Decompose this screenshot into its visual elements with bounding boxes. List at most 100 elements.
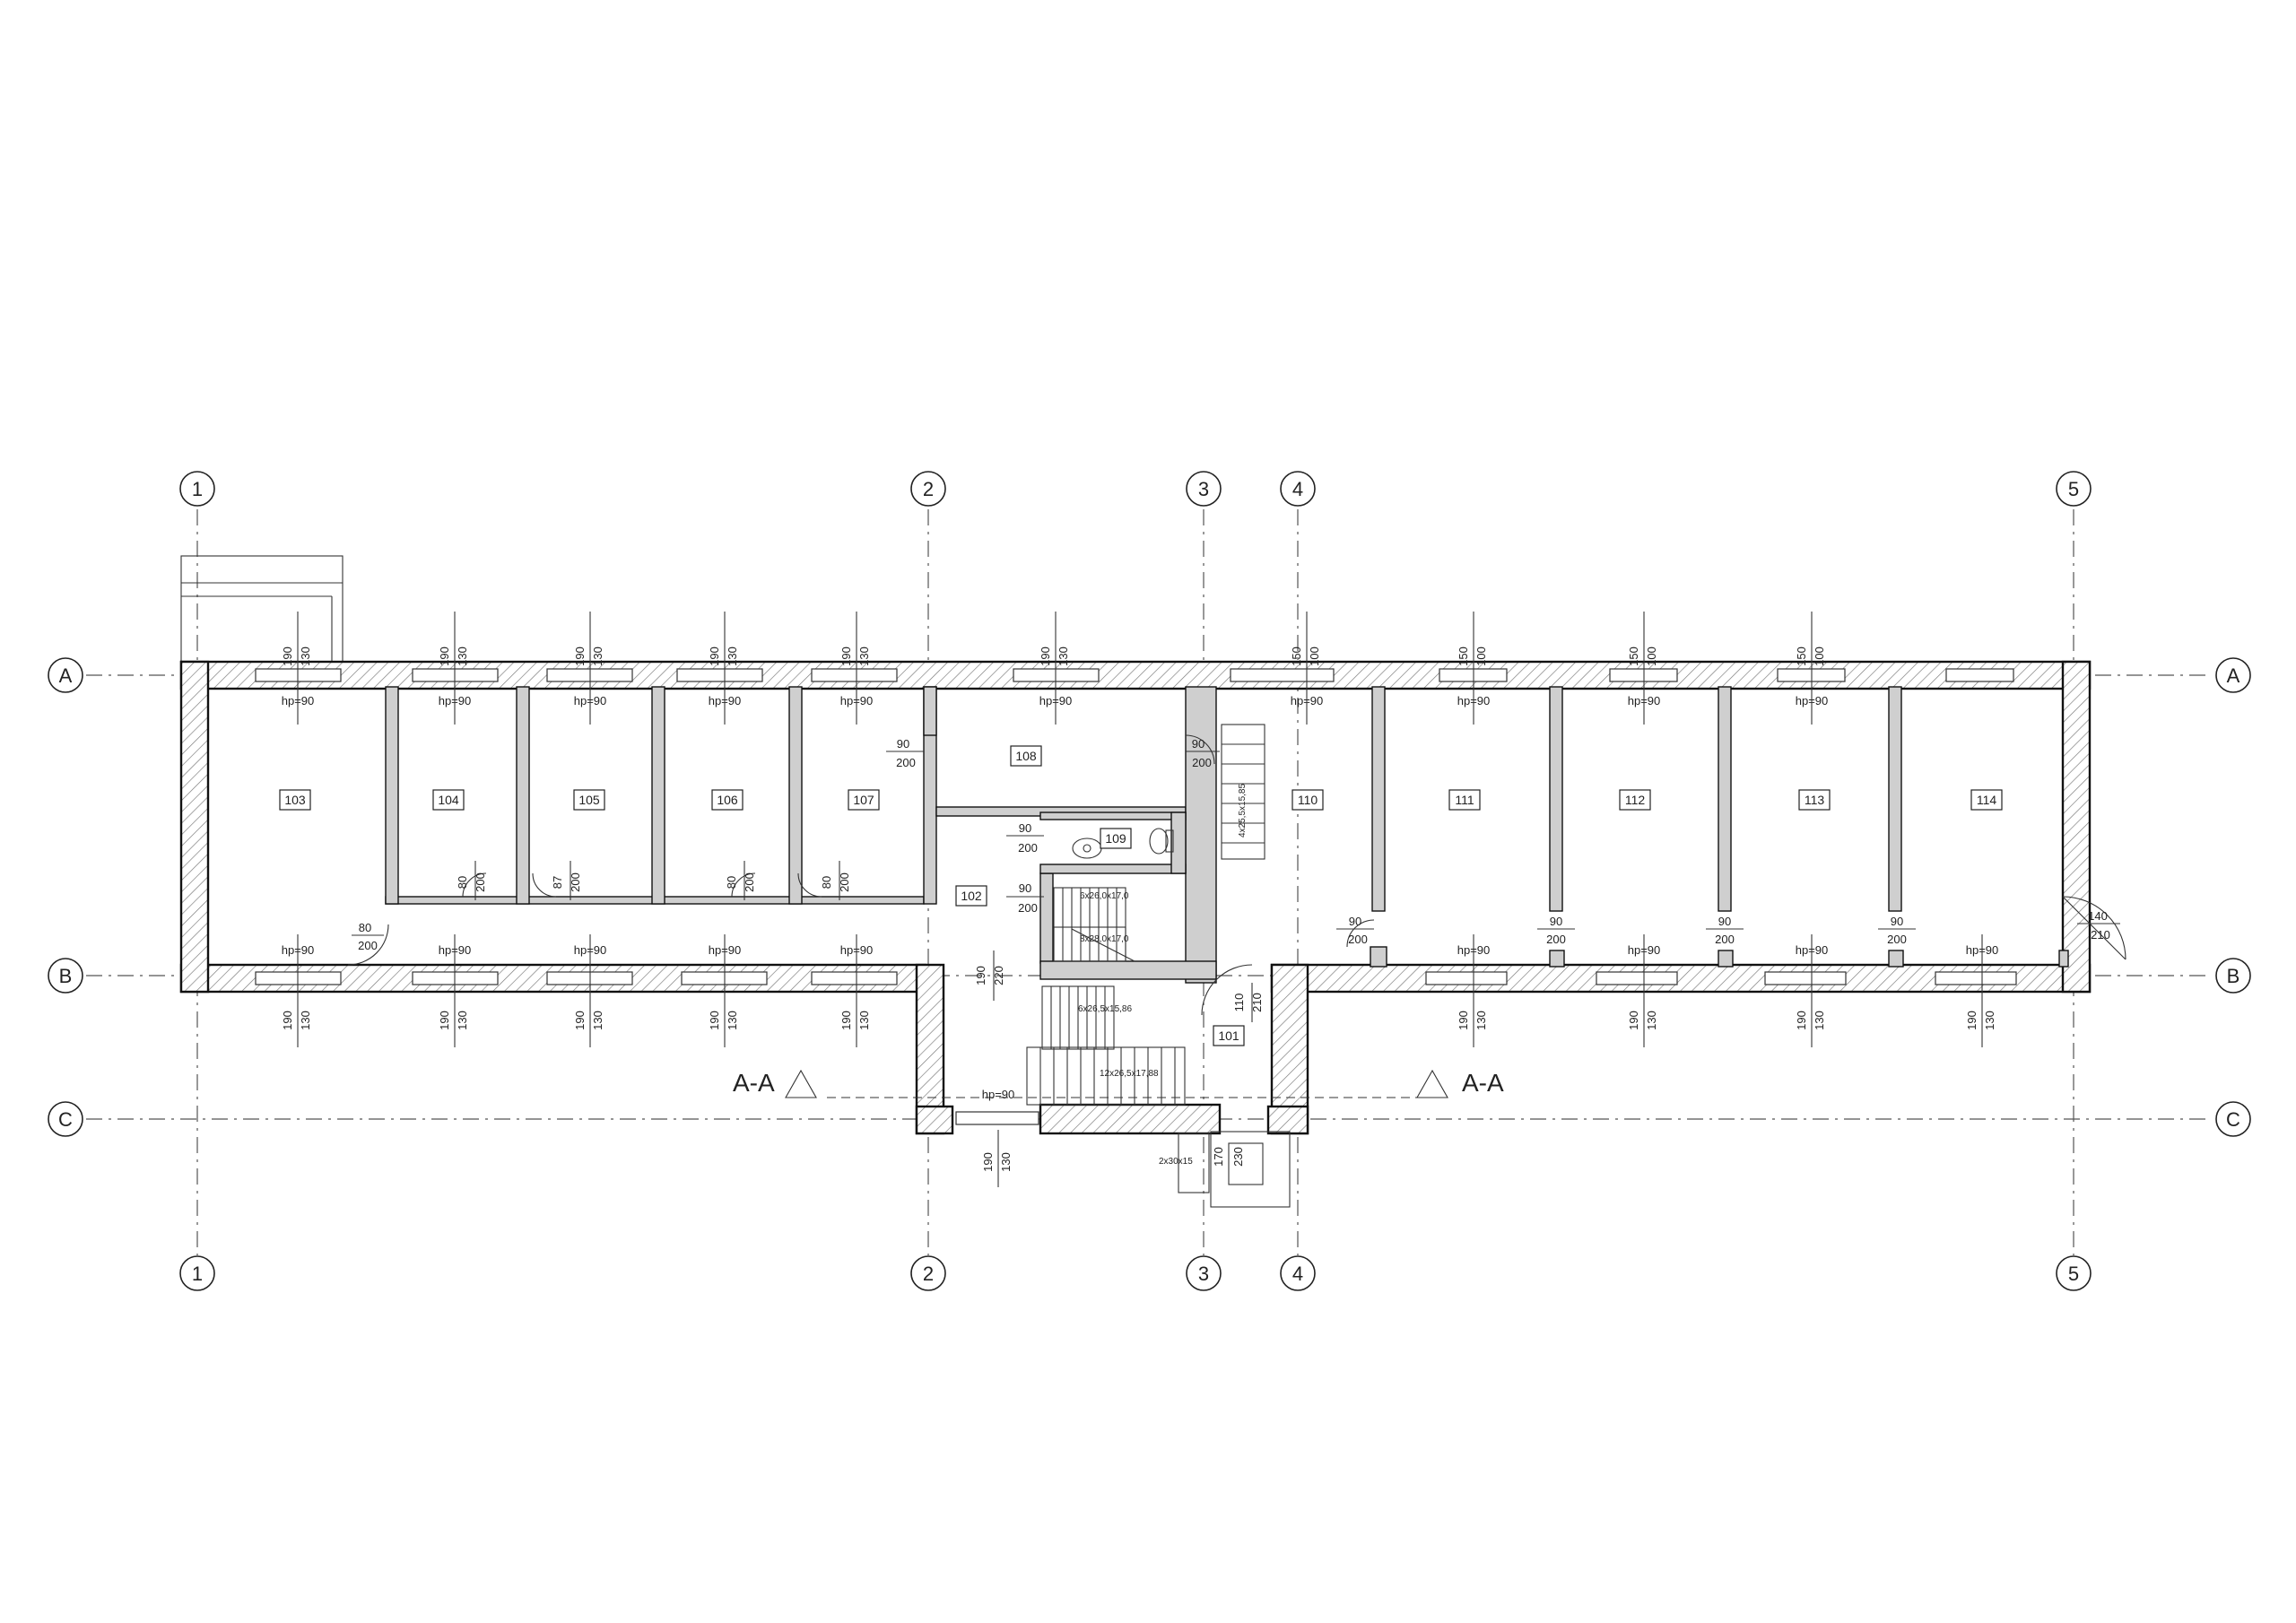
svg-text:140: 140 (2088, 909, 2108, 923)
svg-text:90: 90 (1192, 737, 1205, 751)
svg-text:80: 80 (359, 921, 371, 934)
room-tags: 103 104 105 106 107 108 109 110 111 112 … (279, 745, 2003, 1046)
room-tag-114: 114 (1970, 789, 2003, 811)
grid-bubble-C-left: C (48, 1101, 83, 1137)
grid-label: C (2226, 1108, 2240, 1131)
svg-text:190: 190 (438, 647, 451, 666)
svg-text:190: 190 (1965, 1011, 1979, 1030)
svg-text:107: 107 (853, 793, 874, 807)
room-tag-111: 111 (1448, 789, 1481, 811)
window-dims-wall-B: 190 130 190 130 190 130 190 130 190 130 … (281, 934, 1996, 1187)
grid-bubble-1-top: 1 (179, 471, 215, 507)
svg-text:114: 114 (1977, 793, 1997, 807)
grid-bubble-A-right: A (2215, 657, 2251, 693)
svg-text:200: 200 (358, 939, 378, 952)
window-dims-wall-A: 190 130 190 130 190 130 190 130 190 130 … (281, 612, 1826, 725)
svg-text:130: 130 (591, 1011, 604, 1030)
grid-label: 4 (1292, 1263, 1303, 1285)
svg-text:104: 104 (438, 793, 459, 807)
room-tag-112: 112 (1619, 789, 1651, 811)
grid-bubble-B-left: B (48, 958, 83, 994)
svg-text:200: 200 (838, 872, 851, 892)
svg-text:130: 130 (857, 647, 871, 666)
svg-text:6x26,5x15,86: 6x26,5x15,86 (1078, 1004, 1132, 1014)
section-label-right: A-A (1462, 1069, 1504, 1097)
grid-label: C (58, 1108, 73, 1131)
room-tag-110: 110 (1292, 789, 1324, 811)
grid-bubble-5-bottom: 5 (2056, 1255, 2092, 1291)
svg-text:200: 200 (1192, 756, 1212, 769)
svg-text:210: 210 (2091, 928, 2110, 942)
svg-text:101: 101 (1218, 1028, 1239, 1043)
svg-text:200: 200 (1348, 933, 1368, 946)
svg-text:190: 190 (1627, 1011, 1640, 1030)
svg-text:130: 130 (1983, 1011, 1996, 1030)
room-tag-101: 101 (1213, 1025, 1245, 1046)
svg-text:100: 100 (1308, 647, 1321, 666)
grid-label: 3 (1198, 478, 1209, 500)
grid-bubble-4-bottom: 4 (1280, 1255, 1316, 1291)
svg-text:90: 90 (1550, 915, 1562, 928)
svg-text:200: 200 (569, 872, 582, 892)
svg-text:110: 110 (1298, 793, 1318, 807)
svg-text:190: 190 (438, 1011, 451, 1030)
svg-text:109: 109 (1105, 831, 1126, 846)
fixtures (1072, 828, 1174, 859)
svg-text:130: 130 (726, 1011, 739, 1030)
basin-icon (1072, 838, 1102, 859)
svg-text:130: 130 (591, 647, 604, 666)
grid-bubble-3-top: 3 (1186, 471, 1222, 507)
grid-label: 5 (2068, 1263, 2079, 1285)
room-tag-106: 106 (711, 789, 744, 811)
toilet-icon (1149, 828, 1174, 855)
svg-text:108: 108 (1015, 749, 1037, 763)
svg-text:90: 90 (1019, 881, 1031, 895)
svg-text:87: 87 (551, 876, 564, 889)
svg-text:200: 200 (1715, 933, 1735, 946)
svg-text:200: 200 (1018, 901, 1038, 915)
grid-bubble-3-bottom: 3 (1186, 1255, 1222, 1291)
svg-text:200: 200 (474, 872, 487, 892)
svg-text:130: 130 (299, 1011, 312, 1030)
grid-label: 5 (2068, 478, 2079, 500)
svg-text:130: 130 (1813, 1011, 1826, 1030)
section-label-left: A-A (733, 1069, 775, 1097)
svg-text:100: 100 (1645, 647, 1658, 666)
svg-text:200: 200 (743, 872, 756, 892)
room-tag-104: 104 (432, 789, 465, 811)
svg-text:190: 190 (839, 647, 853, 666)
svg-text:103: 103 (284, 793, 306, 807)
grid-bubble-C-right: C (2215, 1101, 2251, 1137)
door-dims: 80 200 80 200 87 200 80 200 80 200 90 20… (352, 737, 2120, 1167)
grid-label: 2 (923, 1263, 934, 1285)
grid-label: 1 (192, 1263, 203, 1285)
svg-text:113: 113 (1805, 793, 1825, 807)
room-tag-109: 109 (1100, 828, 1132, 849)
svg-text:130: 130 (299, 647, 312, 666)
svg-text:12x26,5x17,88: 12x26,5x17,88 (1100, 1069, 1159, 1079)
svg-text:130: 130 (1474, 1011, 1488, 1030)
grid-label: 1 (192, 478, 203, 500)
svg-text:hp=90: hp=90 (982, 1088, 1015, 1101)
room-tag-107: 107 (848, 789, 880, 811)
grid-bubble-5-top: 5 (2056, 471, 2092, 507)
interior-walls (385, 686, 2069, 984)
grid-bubble-4-top: 4 (1280, 471, 1316, 507)
stair-annotations: 6x26,0x17,0 8x28,0x17,0 6x26,5x15,86 12x… (1078, 784, 1248, 1167)
svg-text:4x25,5x15,85: 4x25,5x15,85 (1238, 784, 1248, 838)
svg-text:102: 102 (961, 889, 982, 903)
grid-label: B (2227, 965, 2240, 987)
svg-text:210: 210 (1250, 993, 1264, 1012)
svg-text:130: 130 (999, 1152, 1013, 1172)
grid-label: 4 (1292, 478, 1303, 500)
grid-bubble-1-bottom: 1 (179, 1255, 215, 1291)
svg-text:190: 190 (281, 1011, 294, 1030)
svg-text:150: 150 (1795, 647, 1808, 666)
svg-text:130: 130 (1057, 647, 1070, 666)
canopy-outline (180, 555, 344, 664)
room-tag-113: 113 (1798, 789, 1831, 811)
grid-label: A (59, 664, 73, 687)
svg-text:130: 130 (1645, 1011, 1658, 1030)
section-marks: A-A A-A (733, 1069, 1504, 1098)
